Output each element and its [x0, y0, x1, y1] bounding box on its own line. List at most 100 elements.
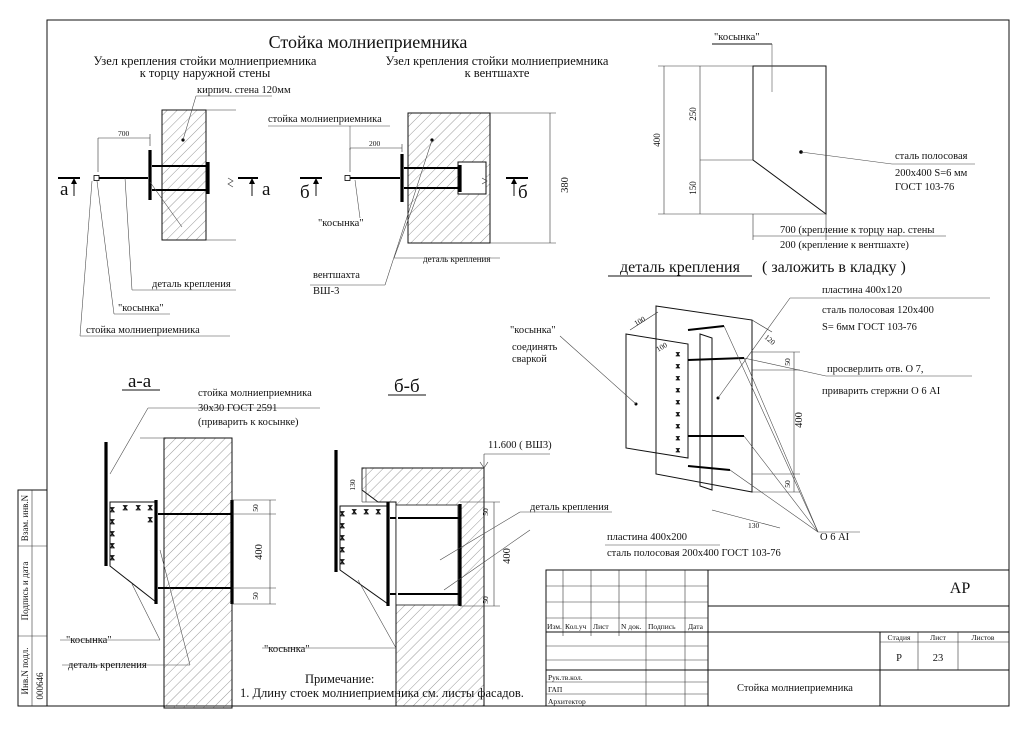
svg-text:x: x — [676, 361, 680, 370]
bb-kosynka-label: "косынка" — [264, 644, 310, 655]
node2-plan — [268, 112, 556, 286]
section-bb-title: б-б — [394, 376, 420, 397]
iso-dim-120: 120 — [763, 333, 778, 347]
bb-dim-50-top: 50 — [481, 508, 490, 516]
node1-kosynka-label: "косынка" — [118, 303, 164, 314]
iso-dim-130: 130 — [748, 521, 760, 530]
tb-header-3: N док. — [621, 622, 642, 631]
svg-text:x: x — [148, 502, 153, 512]
iso-dim-100b: 100 — [655, 340, 669, 354]
iso-detail: xx xx xx xx x — [559, 297, 990, 533]
svg-text:x: x — [676, 433, 680, 442]
node2-rod-label: стойка молниеприемника — [268, 114, 382, 125]
stamp-replace-inv: Взам. инв.N — [20, 494, 30, 541]
bb-dim-50-bot: 50 — [481, 596, 490, 604]
svg-text:x: x — [136, 502, 141, 512]
svg-text:x: x — [148, 514, 153, 524]
iso-dim-50-top: 50 — [783, 358, 792, 366]
steel-200x400-label: сталь полосовая 200x400 ГОСТ 103-76 — [607, 548, 781, 559]
node2-title-line1: Узел крепления стойки молниеприемника — [386, 54, 609, 68]
tb-code: АР — [950, 580, 971, 597]
kos-200-note: 200 (крепление к вентшахте) — [780, 240, 909, 251]
tb-header-5: Дата — [688, 622, 704, 631]
vsh3-label: ВШ-3 — [313, 286, 339, 297]
tb-stage-value: Р — [896, 653, 902, 664]
svg-text:x: x — [676, 397, 680, 406]
main-title: Стойка молниеприемника — [269, 32, 468, 52]
svg-text:x: x — [340, 544, 345, 554]
kos-dim-400: 400 — [652, 133, 662, 147]
node1-title-line2: к торцу наружной стены — [140, 66, 271, 80]
section-aa-title: а-а — [128, 371, 152, 392]
aa-dim-50-bot: 50 — [251, 592, 260, 600]
iso-dim-400: 400 — [794, 412, 805, 428]
cut-a-right: а — [262, 179, 271, 200]
plate-400x120-label: пластина 400x120 — [822, 285, 902, 296]
iso-detail-note: ( заложить в кладку ) — [762, 259, 906, 276]
svg-text:x: x — [676, 349, 680, 358]
stamp-inv-value: 000646 — [35, 672, 45, 700]
aa-kosynka-label: "косынка" — [66, 635, 112, 646]
kosynka-plate — [658, 44, 975, 240]
title-block — [545, 569, 1010, 707]
note-title: Примечание: — [305, 672, 374, 686]
tb-sheet-value: 23 — [933, 653, 944, 664]
svg-text:x: x — [110, 528, 115, 538]
dim-200-plan: 200 — [369, 139, 381, 148]
iso-dim-50-bot: 50 — [783, 480, 792, 488]
cut-a-left: а — [60, 179, 69, 200]
svg-text:x: x — [676, 385, 680, 394]
kosynka-detail-title: "косынка" — [714, 32, 760, 43]
node1-detail-label: деталь крепления — [152, 279, 231, 290]
svg-text:x: x — [364, 506, 369, 516]
bb-detail-label: деталь крепления — [530, 502, 609, 513]
iso-detail-title: деталь крепления — [620, 259, 741, 276]
aa-detail-label: деталь крепления — [68, 660, 147, 671]
svg-text:x: x — [676, 445, 680, 454]
sheet-frame — [46, 19, 1010, 707]
svg-text:x: x — [340, 556, 345, 566]
iso-dim-100a: 100 — [633, 314, 647, 328]
svg-text:x: x — [123, 502, 128, 512]
svg-text:x: x — [110, 540, 115, 550]
kos-dim-250: 250 — [688, 107, 698, 121]
svg-text:x: x — [340, 508, 345, 518]
rod-spec-line2: 30x30 ГОСТ 2591 — [198, 403, 277, 414]
svg-text:x: x — [676, 409, 680, 418]
note-1: 1. Длину стоек молниеприемника см. листы… — [240, 686, 524, 700]
node1-title-line1: Узел крепления стойки молниеприемника — [94, 54, 317, 68]
svg-text:x: x — [110, 552, 115, 562]
tb-role-2: Архитектор — [548, 697, 586, 706]
svg-text:x: x — [110, 516, 115, 526]
svg-text:x: x — [376, 506, 381, 516]
kos-700-note: 700 (крепление к торцу нар. стены — [780, 225, 934, 236]
node2-detail-label: деталь крепления — [423, 254, 490, 264]
tb-sheets-label: Листов — [972, 633, 995, 642]
cut-b-right: б — [518, 182, 528, 203]
tb-role-1: ГАП — [548, 685, 563, 694]
tb-header-1: Кол.уч — [565, 622, 587, 631]
svg-text:x: x — [340, 520, 345, 530]
tb-role-0: Рук.тв.кол. — [548, 673, 583, 682]
steel-strip-size: 200x400 S=6 мм — [895, 168, 968, 179]
steel-strip-label: сталь полосовая — [895, 151, 968, 162]
svg-text:x: x — [676, 373, 680, 382]
dim-700-plan: 700 — [118, 129, 130, 138]
node1-plan — [58, 95, 272, 337]
connect-line2: сваркой — [512, 354, 547, 365]
vent-shaft-label: вентшахта — [313, 270, 360, 281]
side-stamp — [17, 489, 48, 707]
steel-strip-gost: ГОСТ 103-76 — [895, 182, 954, 193]
rod-spec-line1: стойка молниеприемника — [198, 388, 312, 399]
svg-text:x: x — [676, 421, 680, 430]
node2-title-line2: к вентшахте — [465, 66, 530, 80]
svg-text:x: x — [110, 504, 115, 514]
plate-400x200-label: пластина 400x200 — [607, 532, 687, 543]
weld-rods-label: приварить стержни О 6 АI — [822, 386, 941, 397]
connect-line1: соединять — [512, 342, 558, 353]
tb-header-2: Лист — [593, 622, 609, 631]
rod-6ai-label: О 6 АI — [820, 532, 850, 543]
